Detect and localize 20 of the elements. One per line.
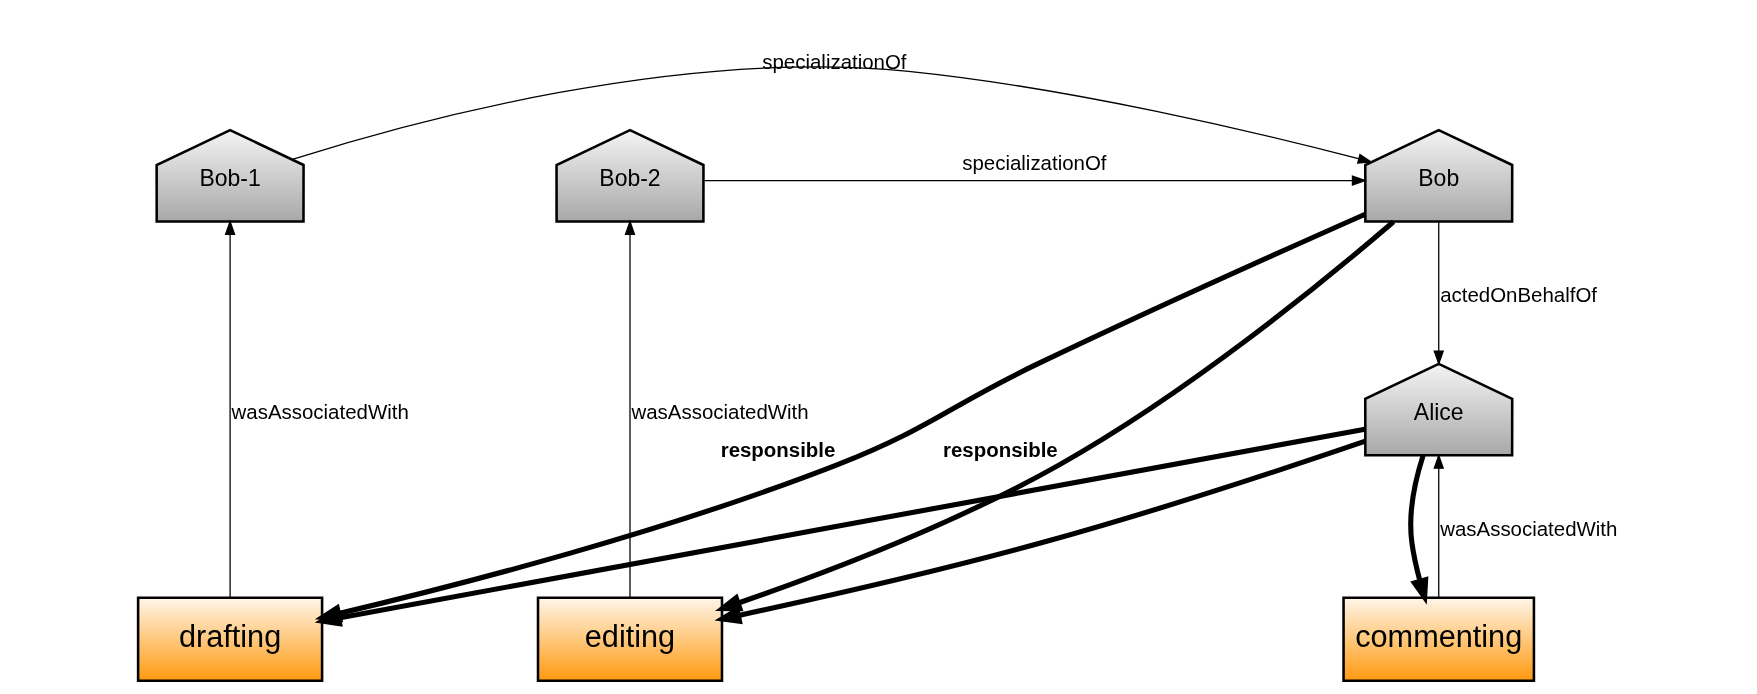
arrow <box>702 175 1368 186</box>
arrow <box>624 219 636 599</box>
arrow <box>1408 454 1429 605</box>
arrow <box>715 219 1396 612</box>
arrow <box>1433 453 1445 599</box>
edge-label: wasAssociatedWith <box>1440 517 1618 541</box>
node-box: drafting <box>136 596 324 683</box>
edge-label: actedOnBehalfOf <box>1440 283 1597 307</box>
arrow <box>291 66 1374 164</box>
edge-label: wasAssociatedWith <box>631 400 809 424</box>
arrow <box>714 438 1367 625</box>
node-box: commenting <box>1342 596 1536 683</box>
edge-label: wasAssociatedWith <box>231 400 409 424</box>
edge-label: responsible <box>943 437 1058 461</box>
edge-label: specializationOf <box>962 151 1107 175</box>
arrow <box>1433 221 1445 366</box>
edge-label: specializationOf <box>762 49 907 73</box>
edge-label: responsible <box>720 437 836 461</box>
arrow <box>224 219 236 599</box>
node-box: editing <box>536 596 724 683</box>
